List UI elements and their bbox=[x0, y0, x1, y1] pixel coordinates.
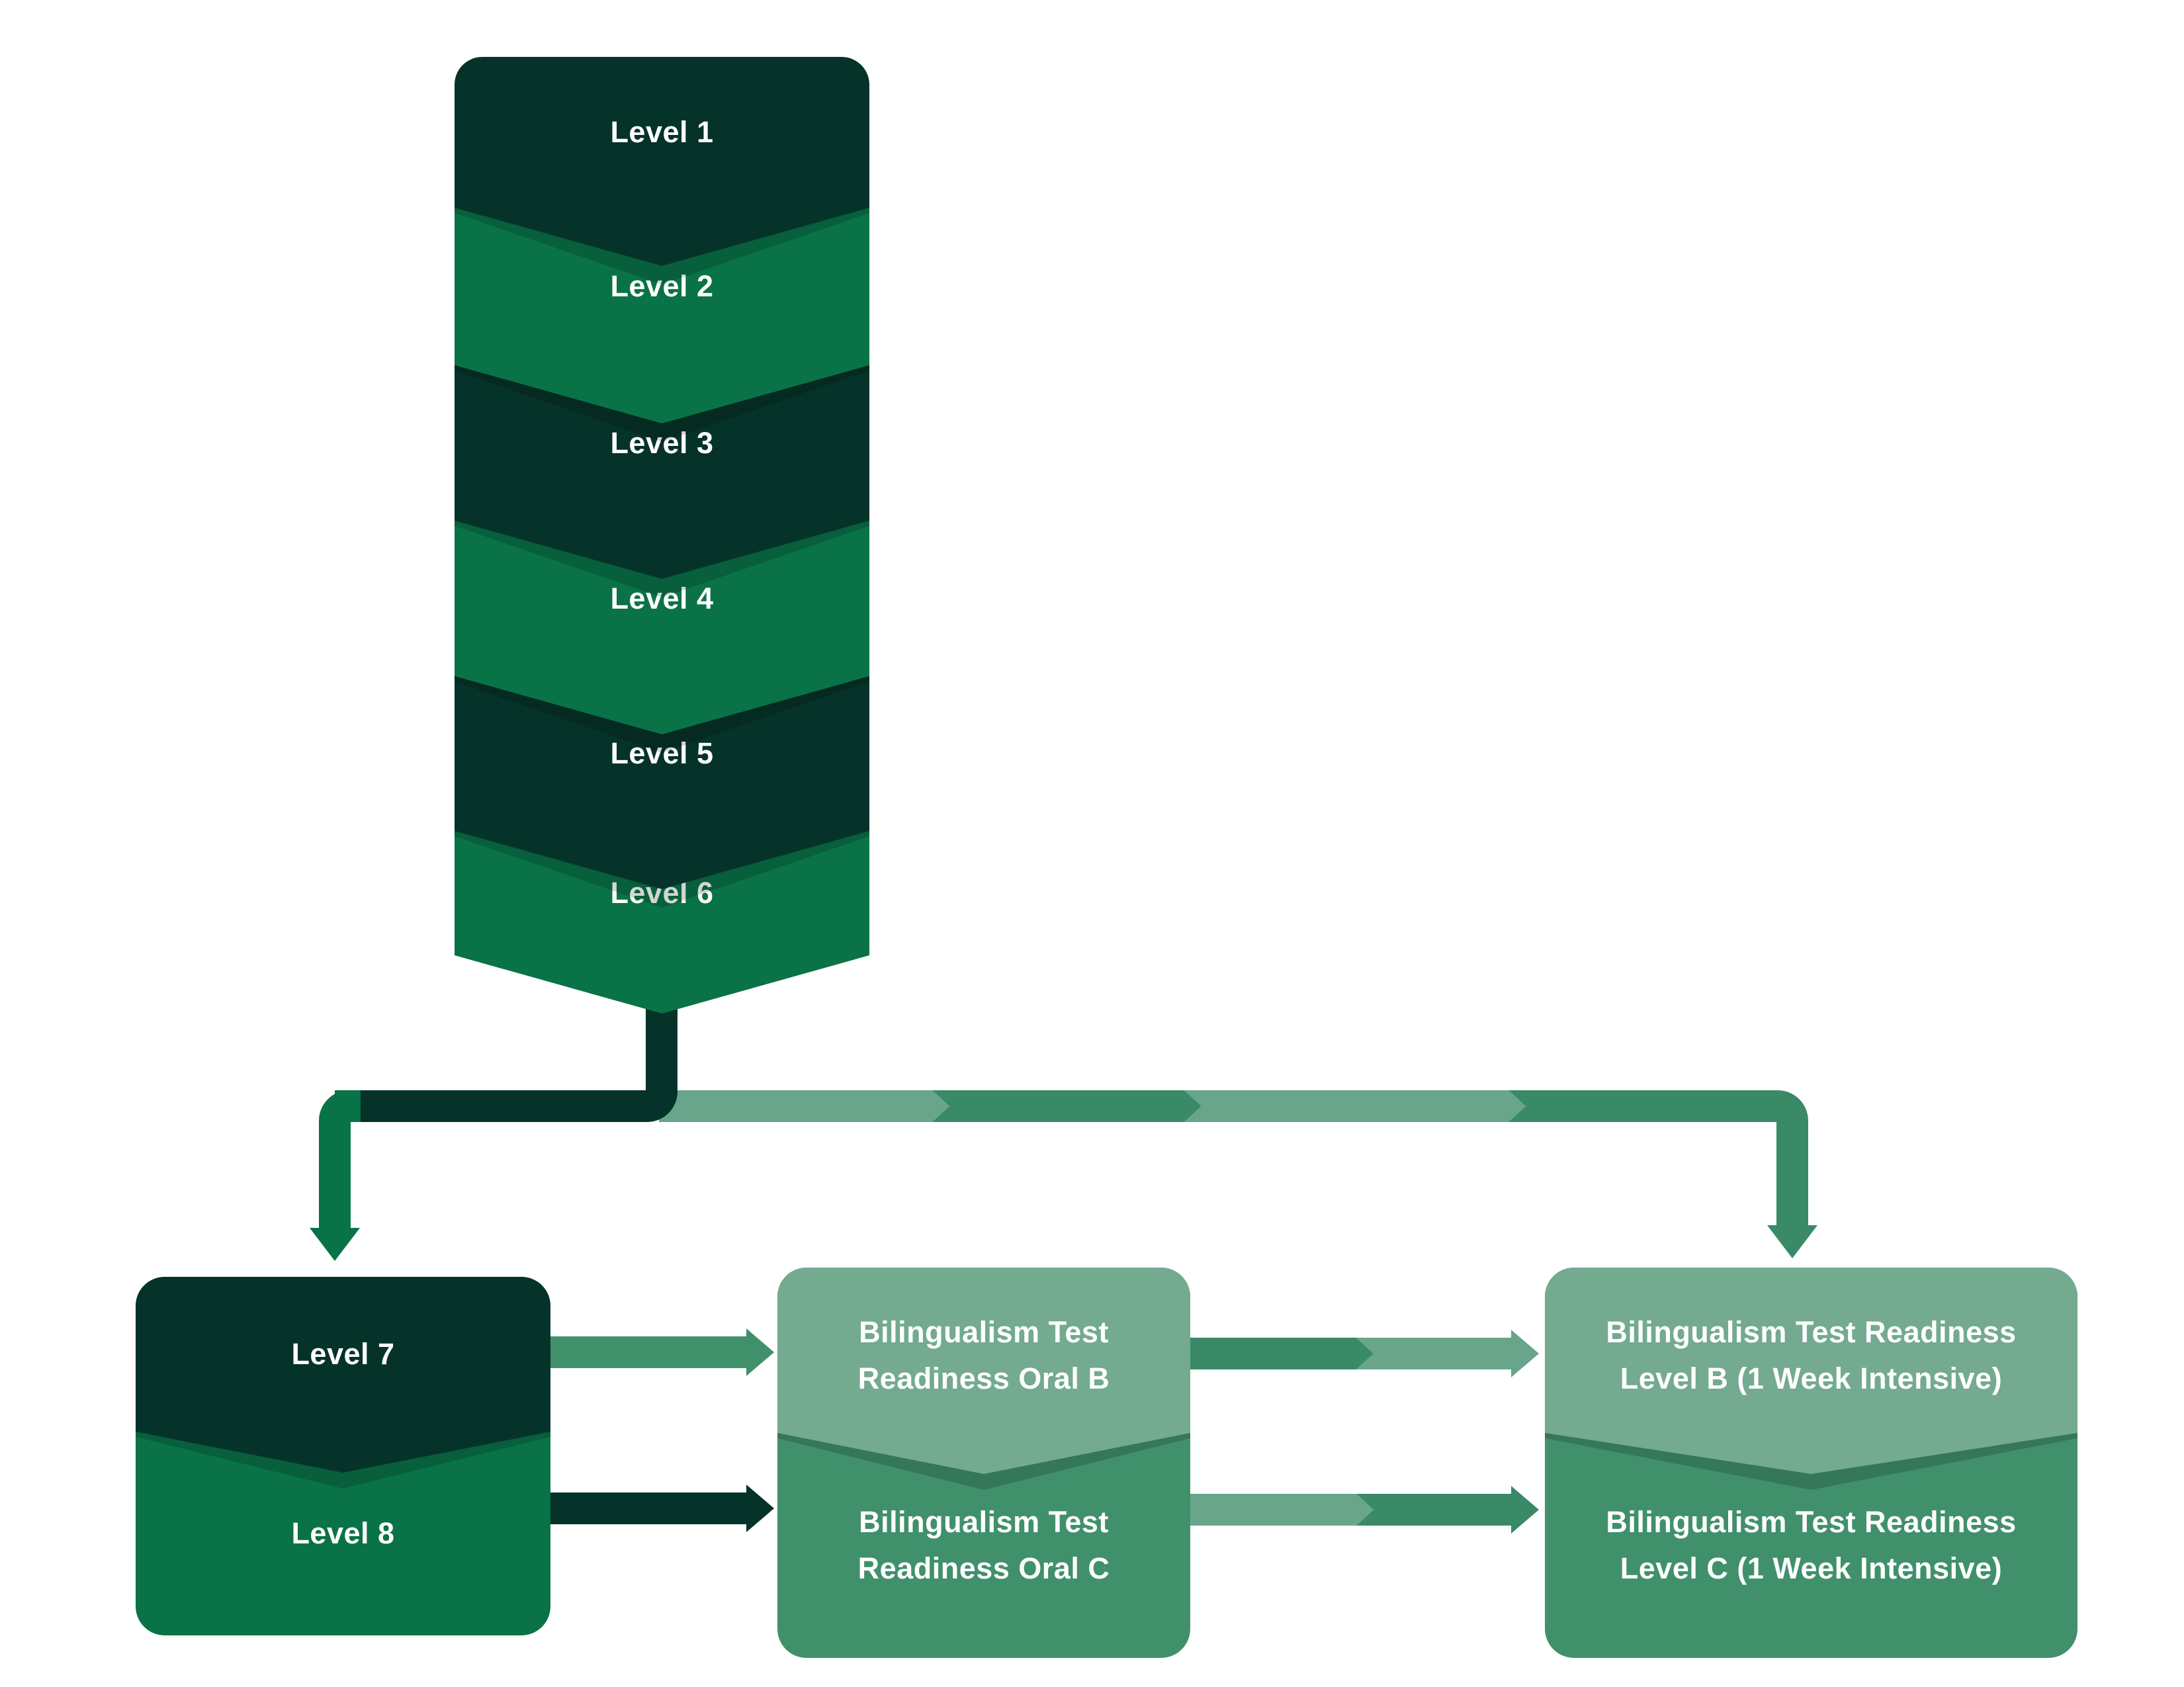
arrowhead-to-level-b bbox=[1767, 1225, 1817, 1258]
box-level-7-8: Level 7 Level 8 bbox=[136, 1277, 550, 1635]
stack-level-2-label: Level 2 bbox=[610, 269, 714, 303]
arrow-oral-c-to-level-c-light bbox=[1190, 1494, 1374, 1526]
arrow-level7-to-oral-b bbox=[546, 1336, 746, 1368]
label-oral-b-line2: Readiness Oral B bbox=[857, 1362, 1110, 1395]
arrow-oral-b-to-level-b-light bbox=[1356, 1338, 1511, 1369]
label-oral-b: Bilingualism Test Readiness Oral B bbox=[777, 1278, 1190, 1433]
arrow-level8-to-oral-c bbox=[546, 1492, 746, 1524]
arrowhead-oral-b-to-level-b bbox=[1511, 1330, 1539, 1377]
label-intensive-b: Bilingualism Test Readiness Level B (1 W… bbox=[1545, 1278, 2077, 1433]
label-oral-c: Bilingualism Test Readiness Oral C bbox=[777, 1433, 1190, 1658]
stack-level-3-label: Level 3 bbox=[610, 425, 714, 460]
label-oral-c-line2: Readiness Oral C bbox=[857, 1551, 1110, 1585]
connector-right-elbow bbox=[1776, 1090, 1808, 1122]
box-oral-b-panel bbox=[777, 1268, 1190, 1474]
box-intensive-b-c: Bilingualism Test Readiness Level B (1 W… bbox=[1545, 1268, 2077, 1658]
box-oral-b-c: Bilingualism Test Readiness Oral B Bilin… bbox=[777, 1268, 1190, 1658]
arrowhead-to-level7 bbox=[310, 1228, 360, 1261]
stack-level-1: Level 1 bbox=[455, 57, 869, 275]
flow-line-segment-dark-2 bbox=[1508, 1090, 1776, 1122]
flow-line-segment-light-2 bbox=[1184, 1090, 1526, 1122]
box-intensive-b-panel bbox=[1545, 1268, 2077, 1474]
flow-line-segment-dark-1 bbox=[932, 1090, 1201, 1122]
connector-dark-horizontal bbox=[361, 1090, 646, 1122]
label-oral-b-line1: Bilingualism Test bbox=[859, 1315, 1109, 1349]
label-level-7: Level 7 bbox=[291, 1337, 395, 1371]
label-oral-c-line1: Bilingualism Test bbox=[859, 1505, 1109, 1539]
stack-level-4-label: Level 4 bbox=[610, 581, 714, 615]
arrow-oral-b-to-level-b-dark bbox=[1190, 1338, 1374, 1369]
arrowhead-level8-to-oral-c bbox=[746, 1485, 774, 1532]
box-level-7-panel bbox=[136, 1277, 550, 1473]
connector-green-vertical bbox=[319, 1122, 351, 1229]
stack-level-1-label: Level 1 bbox=[610, 115, 714, 149]
flow-line-segment-light-1 bbox=[659, 1090, 949, 1122]
label-intensive-b-line2: Level B (1 Week Intensive) bbox=[1620, 1362, 2003, 1395]
label-intensive-c: Bilingualism Test Readiness Level C (1 W… bbox=[1545, 1433, 2077, 1658]
arrowhead-level7-to-oral-b bbox=[746, 1328, 774, 1376]
label-intensive-c-line2: Level C (1 Week Intensive) bbox=[1620, 1551, 2003, 1585]
arrowhead-oral-c-to-level-c bbox=[1511, 1486, 1539, 1534]
label-intensive-c-line1: Bilingualism Test Readiness bbox=[1606, 1505, 2017, 1539]
level-stack: Level 1 Level 2 Level 3 Level 4 Level 5 … bbox=[455, 57, 869, 1023]
stack-level-5-label: Level 5 bbox=[610, 736, 714, 770]
label-level-8: Level 8 bbox=[291, 1516, 395, 1550]
connector-right-vertical bbox=[1776, 1122, 1808, 1227]
arrow-oral-c-to-level-c-dark bbox=[1356, 1494, 1511, 1526]
label-intensive-b-line1: Bilingualism Test Readiness bbox=[1606, 1315, 2017, 1349]
